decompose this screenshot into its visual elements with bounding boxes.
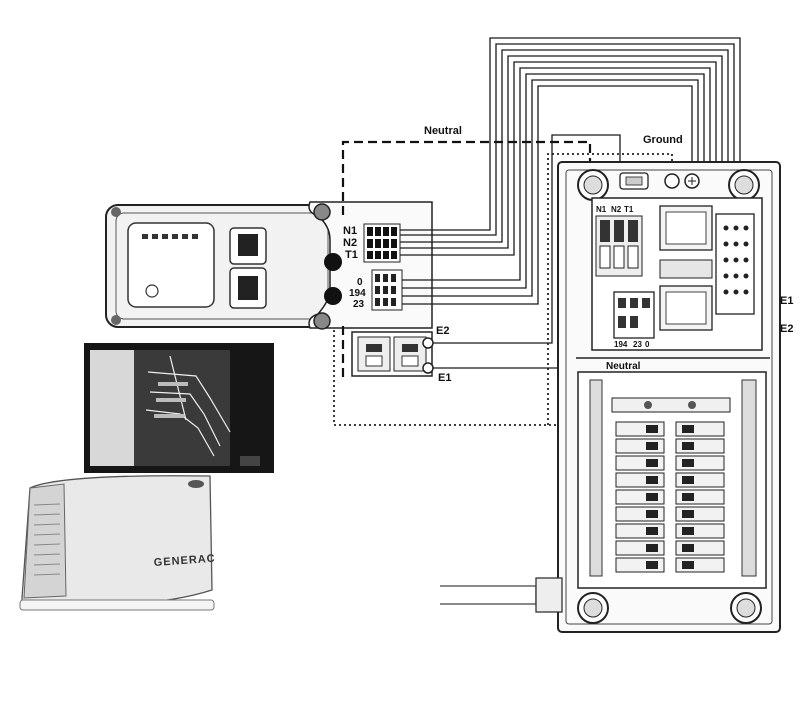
conduit xyxy=(440,577,563,613)
breaker-handle xyxy=(682,442,694,450)
breaker-handle xyxy=(682,510,694,518)
neutral-label: Neutral xyxy=(424,125,462,137)
terminal-label-n1: N1 xyxy=(343,225,357,237)
breaker-handle xyxy=(646,476,658,484)
breaker-handle xyxy=(682,527,694,535)
switch-label-0: 0 xyxy=(645,340,650,349)
breaker-handle xyxy=(682,544,694,552)
e1-label-breaker: E1 xyxy=(438,372,451,384)
mounting-keyhole xyxy=(577,169,762,624)
e2-label-right: E2 xyxy=(780,323,793,335)
breaker-handle xyxy=(682,476,694,484)
breaker-handle xyxy=(646,493,658,501)
ground-label: Ground xyxy=(643,134,683,146)
breaker-handle xyxy=(646,544,658,552)
terminal-label-t1: T1 xyxy=(345,249,358,261)
control-wires xyxy=(400,37,741,305)
breaker-handle xyxy=(646,442,658,450)
breaker-handle xyxy=(682,459,694,467)
terminal-label-n2: N2 xyxy=(343,237,357,249)
switch-label-23: 23 xyxy=(633,340,642,349)
breaker-handle xyxy=(682,493,694,501)
generator-brand-label: GENERAC xyxy=(153,553,216,569)
breaker-handle xyxy=(646,561,658,569)
breaker-handle xyxy=(646,527,658,535)
e2-label-breaker: E2 xyxy=(436,325,449,337)
switch-label-n2: N2 xyxy=(611,205,622,214)
terminal-label-0: 0 xyxy=(357,277,363,288)
e1-label-right: E1 xyxy=(780,295,793,307)
breaker-handle xyxy=(646,510,658,518)
generator-controller-panel xyxy=(105,204,339,328)
breaker-handle xyxy=(646,459,658,467)
neutral-wire xyxy=(341,140,604,380)
breaker-stack xyxy=(615,421,725,573)
controller-terminal-block: N1 N2 T1 0 194 23 xyxy=(308,201,433,330)
generator-unit: GENERAC xyxy=(19,475,216,611)
generator-breaker: E2 E1 xyxy=(351,325,451,384)
breaker-handle xyxy=(646,425,658,433)
terminal-label-194: 194 xyxy=(349,288,366,299)
switch-label-194: 194 xyxy=(614,340,628,349)
switch-label-t1: T1 xyxy=(624,205,634,214)
terminal-label-23: 23 xyxy=(353,299,365,310)
neutral-bar-label: Neutral xyxy=(606,361,641,372)
installation-photo xyxy=(84,343,274,473)
load-center xyxy=(577,371,767,589)
switch-label-n1: N1 xyxy=(596,205,607,214)
breaker-handle xyxy=(682,561,694,569)
breaker-handle xyxy=(682,425,694,433)
transfer-switch-mechanism: N1 N2 T1 194 23 0 xyxy=(591,197,763,351)
